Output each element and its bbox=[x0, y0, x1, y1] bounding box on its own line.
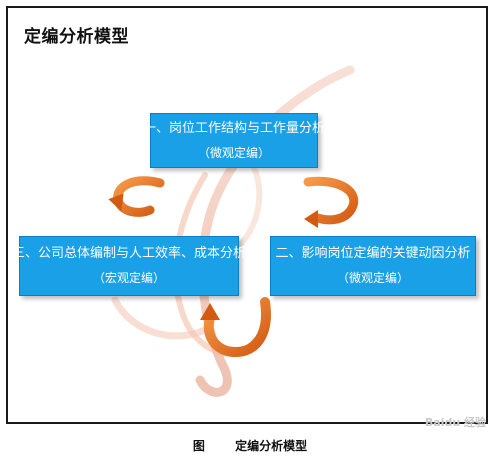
box-step-1: 一、岗位工作结构与工作量分析 （微观定编） bbox=[143, 113, 325, 168]
box-step-2: 二、影响岗位定编的关键动因分析 （微观定编） bbox=[270, 236, 476, 296]
arrow-top-to-right-icon bbox=[303, 176, 359, 228]
watermark: Baidu 经验 bbox=[424, 416, 486, 429]
figure-caption-text: 定编分析模型 bbox=[235, 439, 308, 453]
arrow-top-to-left-icon bbox=[108, 176, 165, 217]
figure-caption: 图 定编分析模型 bbox=[0, 437, 500, 454]
figure-label: 图 bbox=[192, 439, 205, 453]
box-step-2-title: 二、影响岗位定编的关键动因分析 bbox=[275, 246, 471, 261]
arrow-right-to-left-icon bbox=[200, 297, 271, 358]
box-step-2-subtitle: （微观定编） bbox=[336, 271, 409, 285]
box-step-3: 三、公司总体编制与人工效率、成本分析 （宏观定编） bbox=[12, 236, 246, 296]
box-step-1-title: 一、岗位工作结构与工作量分析 bbox=[143, 120, 326, 136]
box-step-3-title: 三、公司总体编制与人工效率、成本分析 bbox=[12, 246, 247, 261]
box-step-1-subtitle: （微观定编） bbox=[197, 145, 270, 160]
diagram-title: 定编分析模型 bbox=[24, 27, 129, 47]
box-step-3-subtitle: （宏观定编） bbox=[92, 271, 165, 285]
